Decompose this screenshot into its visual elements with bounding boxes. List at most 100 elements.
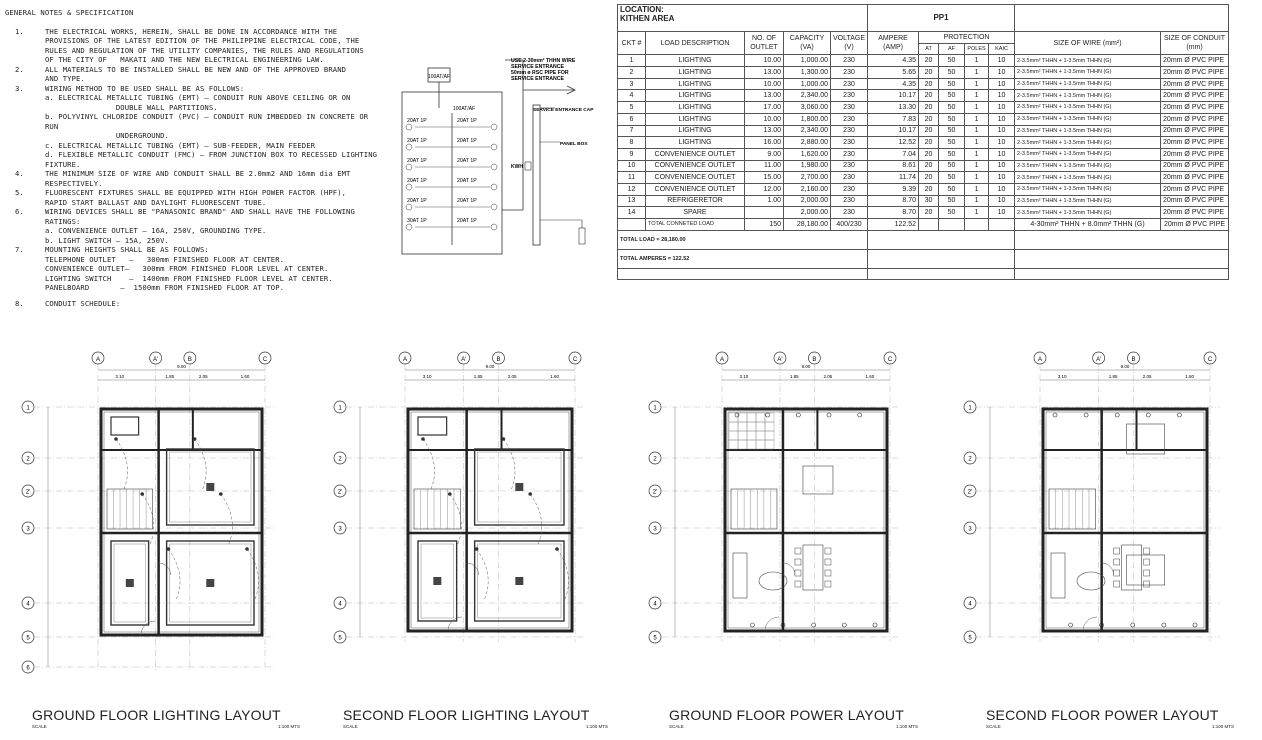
switch-symbol (219, 492, 223, 496)
cell-wire: 2-3.5mm² THHN + 1-3.5mm THHN (G) (1014, 206, 1162, 219)
note-number: 2. (15, 64, 24, 74)
cell-ckt: 3 (617, 77, 646, 91)
cell-load: LIGHTING (645, 101, 745, 114)
cell-af: 50 (938, 206, 966, 219)
plan-scale-value: 1:100 MTS (896, 724, 919, 729)
cell-poles: 1 (964, 171, 990, 184)
plan-scale-label: SCALE (343, 724, 358, 729)
wiring-run (449, 493, 462, 545)
wiring-run (194, 438, 207, 490)
note-item: 2. ALL MATERIALS TO BE INSTALLED SHALL BE… (5, 65, 385, 84)
cell-poles: 1 (964, 136, 990, 149)
cell-outlet: 15.00 (744, 171, 784, 184)
grid-label: 1 (26, 406, 30, 412)
note-text: WIRING DEVICES SHALL BE "PANASONIC BRAND… (45, 207, 355, 245)
grid-label: 2' (653, 490, 657, 496)
cell-poles: 1 (964, 66, 990, 79)
cell-load: CONVENIENCE OUTLET (645, 182, 745, 196)
cell-load: REFRIGERETOR (645, 194, 745, 208)
header-ampere: AMPERE (AMP) (867, 30, 920, 56)
cell-wire: 2-3.5mm² THHN + 1-3.5mm THHN (G) (1014, 136, 1162, 149)
cell-load: LIGHTING (645, 54, 745, 68)
cell-conduit: 20mm Ø PVC PIPE (1160, 66, 1230, 79)
grid-label: 4 (653, 602, 657, 608)
cell-conduit: 20mm Ø PVC PIPE (1160, 54, 1230, 68)
exterior-wall (1041, 407, 1209, 633)
cell-load: LIGHTING (645, 89, 745, 103)
breaker-label: 20AT 1P (407, 138, 427, 144)
total-load: TOTAL LOAD = 28,180.00 (616, 229, 869, 250)
cell-conduit: 20mm Ø PVC PIPE (1160, 206, 1230, 219)
cell-ckt: 13 (617, 194, 646, 208)
plan-scale-value: 1:100 MTS (586, 724, 609, 729)
grid-label: 3 (338, 527, 342, 533)
wiring-run (422, 438, 435, 490)
cell-poles: 1 (964, 54, 990, 68)
cell-conduit: 20mm Ø PVC PIPE (1160, 77, 1230, 91)
cell-capacity: 1,620.00 (783, 147, 831, 161)
cell-wire: 2-3.5mm² THHN + 1-3.5mm THHN (G) (1014, 77, 1162, 91)
dimension-span: 1.60 (1185, 374, 1194, 379)
cell-capacity: 1,000.00 (783, 54, 831, 68)
total-ampere: 122.52 (867, 218, 920, 231)
cell-poles: 1 (964, 194, 990, 208)
cell-conduit: 20mm Ø PVC PIPE (1160, 171, 1230, 184)
cell-load: LIGHTING (645, 66, 745, 79)
cell-outlet: 1.00 (744, 194, 784, 208)
cell-ampere: 7.83 (867, 112, 920, 126)
breaker-label: 20AT 1P (407, 158, 427, 164)
cell-kaic: 10 (988, 194, 1016, 208)
switch-symbol (166, 547, 171, 551)
convenience-outlet-symbol (1083, 412, 1089, 418)
cell-wire: 2-3.5mm² THHN + 1-3.5mm THHN (G) (1014, 101, 1162, 114)
ceiling-light-fixture (417, 540, 458, 622)
cell-wire: 2-3.5mm² THHN + 1-3.5mm THHN (G) (1014, 147, 1162, 161)
location-cell: LOCATION:KITHEN AREA (616, 4, 869, 32)
note-number: 8. (15, 298, 24, 308)
grid-label: 3 (26, 527, 30, 533)
service-note-line-1: USE 2-30mm² THHN WIRE (511, 58, 576, 64)
total-capacity: 28,180.00 (783, 218, 831, 231)
kwh-meter (524, 161, 532, 171)
cell-at: 20 (918, 54, 940, 68)
note-text: CONDUIT SCHEDULE: (45, 298, 121, 308)
grid-label: 1 (653, 406, 657, 412)
convenience-outlet-symbol (1192, 622, 1198, 628)
header-conduit: SIZE OF CONDUIT (mm) (1160, 30, 1230, 56)
note-text: ALL MATERIALS TO BE INSTALLED SHALL BE N… (45, 64, 347, 84)
sofa (732, 552, 748, 599)
convenience-outlet-symbol (796, 412, 801, 418)
cell-at: 30 (918, 194, 940, 208)
cell-conduit: 20mm Ø PVC PIPE (1160, 124, 1230, 138)
switch-symbol (448, 492, 452, 496)
convenience-outlet-symbol (1114, 412, 1120, 418)
door-swing (1082, 616, 1098, 632)
cell-wire: 2-3.5mm² THHN + 1-3.5mm THHN (G) (1014, 124, 1162, 138)
wiring-run (556, 548, 569, 600)
note-item: 5.FLUORESCENT FIXTURES SHALL BE EQUIPPED… (5, 188, 385, 207)
cell-kaic: 10 (988, 147, 1016, 161)
ground-rod (578, 227, 586, 245)
cell-capacity: 2,160.00 (783, 182, 831, 196)
cell-kaic: 10 (988, 182, 1016, 196)
grid-label: 4 (26, 602, 30, 608)
dimension-total: 9.00 (802, 364, 811, 369)
cell-outlet: 9.00 (744, 147, 784, 161)
grid-label: A' (461, 357, 466, 363)
cell-outlet: 13.00 (744, 66, 784, 79)
cell-voltage: 230 (829, 89, 869, 103)
cell-at: 20 (918, 112, 940, 126)
cell-load: LIGHTING (645, 77, 745, 91)
cell-wire: 2-3.5mm² THHN + 1-3.5mm THHN (G) (1014, 194, 1162, 208)
convenience-outlet-symbol (1161, 622, 1167, 628)
stair (730, 488, 778, 530)
cell-at: 20 (918, 206, 940, 219)
cell-conduit: 20mm Ø PVC PIPE (1160, 101, 1230, 114)
cell-af: 50 (938, 101, 966, 114)
wiring-run (168, 548, 181, 600)
convenience-outlet-symbol (734, 412, 740, 418)
